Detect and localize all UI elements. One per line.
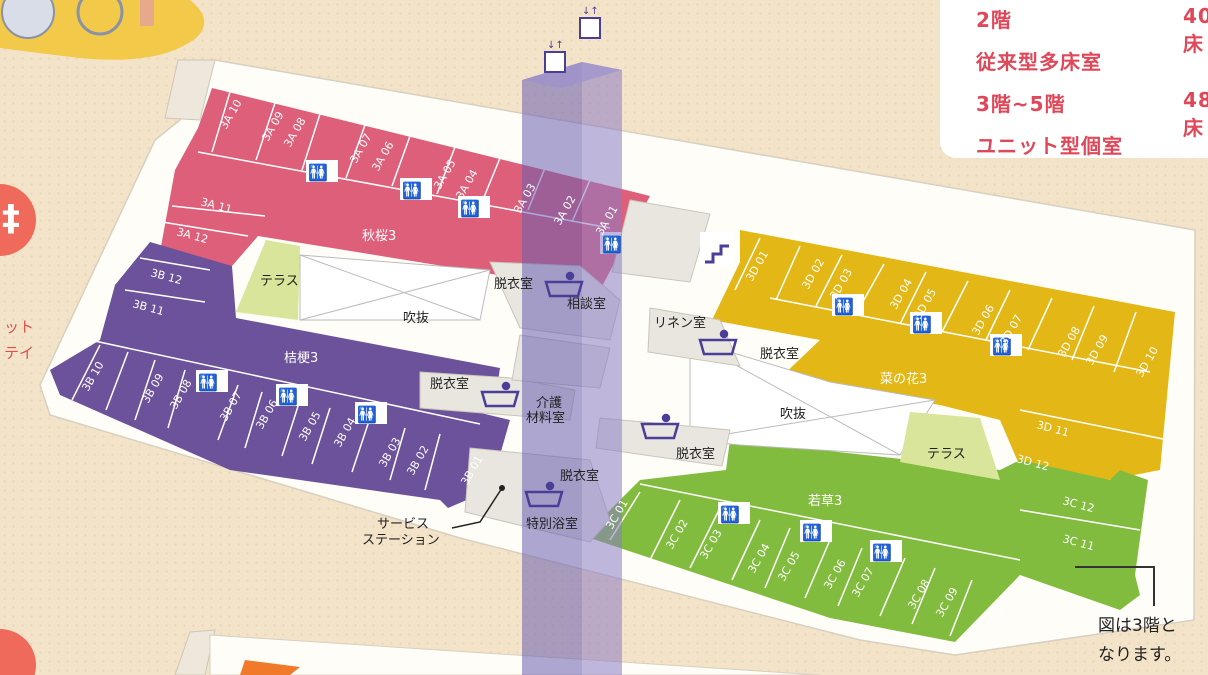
note-line (1075, 566, 1155, 568)
note-text: なります。 (1098, 645, 1182, 665)
svg-text:🚻: 🚻 (992, 337, 1012, 356)
svg-text:🚻: 🚻 (834, 297, 854, 316)
unit-waka (590, 440, 1148, 642)
svg-text:↓↑: ↓↑ (582, 6, 599, 17)
bed-info-box: 2階 40床 従来型多床室 3階~5階 48床 ユニット型個室 (940, 0, 1208, 158)
svg-text:🚻: 🚻 (402, 181, 422, 200)
service-station-label: サービス (377, 517, 429, 532)
room-type: ユニット型個室 (976, 134, 1123, 158)
atrium-label: 吹抜 (403, 310, 429, 326)
leader-line (451, 487, 503, 529)
linen-room-label: リネン室 (654, 315, 706, 331)
unit-label-kiki: 桔梗3 (284, 351, 318, 366)
floor-label: 2階 (976, 8, 1012, 32)
terrace (236, 240, 300, 320)
changing-room-label: 脱衣室 (430, 376, 469, 392)
unit-label-waka: 若草3 (808, 493, 842, 509)
elevator-icon: ↓↑ ↓↑ (544, 6, 601, 73)
svg-text:🚻: 🚻 (802, 523, 822, 542)
bed-count: 48床 (1183, 88, 1208, 140)
stairs-icon (700, 232, 734, 266)
terrace (900, 412, 1000, 480)
info-row: 3階~5階 48床 (976, 88, 1208, 140)
note-line (1153, 566, 1155, 606)
svg-text:🚻: 🚻 (308, 163, 328, 182)
side-badge (0, 629, 36, 675)
changing-room-label: 脱衣室 (676, 446, 715, 462)
side-caption: ット (4, 318, 35, 336)
svg-text:🚻: 🚻 (460, 199, 480, 218)
atrium-label: 吹抜 (780, 406, 806, 422)
unit-nano (712, 230, 1175, 480)
care-supply-room-label: 材料室 (526, 410, 565, 426)
terrace-label: テラス (927, 447, 966, 462)
side-caption: テイ (4, 344, 35, 362)
side-badge (0, 184, 36, 256)
unit-kiki (50, 242, 510, 508)
atrium (299, 254, 936, 456)
terrace-label: テラス (260, 274, 299, 289)
svg-text:🚻: 🚻 (720, 505, 740, 524)
changing-room-label: 脱衣室 (560, 468, 599, 484)
svg-text:🚻: 🚻 (278, 387, 298, 406)
info-row: 2階 40床 (976, 4, 1208, 56)
changing-room-label: 脱衣室 (760, 346, 799, 362)
svg-text:‡: ‡ (2, 198, 20, 239)
care-supply-room-label: 介護 (536, 395, 562, 411)
service-station-label: ステーション (362, 533, 440, 548)
svg-text:🚻: 🚻 (872, 543, 892, 562)
svg-text:🚻: 🚻 (602, 235, 622, 254)
bath-icon (480, 271, 738, 508)
room-type: 従来型多床室 (976, 50, 1102, 74)
floor-note: 図は3階と なります。 (1098, 612, 1181, 670)
bed-count: 40床 (1183, 4, 1208, 56)
unit-label-aki: 秋桜3 (362, 229, 396, 244)
svg-text:🚻: 🚻 (912, 315, 932, 334)
special-bath-label: 特別浴室 (526, 516, 578, 532)
svg-text:↓↑: ↓↑ (547, 40, 564, 51)
restroom-icon: 🚻 🚻 🚻 🚻 🚻 🚻 🚻 🚻 🚻 🚻 🚻 🚻 🚻 (198, 163, 1012, 562)
unit-label-nano: 菜の花3 (880, 371, 927, 387)
consultation-room-label: 相談室 (567, 296, 606, 312)
floor-label: 3階~5階 (976, 92, 1066, 116)
elevator-tower (522, 62, 622, 675)
changing-room-label: 脱衣室 (494, 276, 533, 292)
svg-text:🚻: 🚻 (198, 373, 218, 392)
svg-text:🚻: 🚻 (357, 405, 377, 424)
illustration (0, 0, 205, 60)
note-text: 図は3階と (1098, 616, 1177, 636)
